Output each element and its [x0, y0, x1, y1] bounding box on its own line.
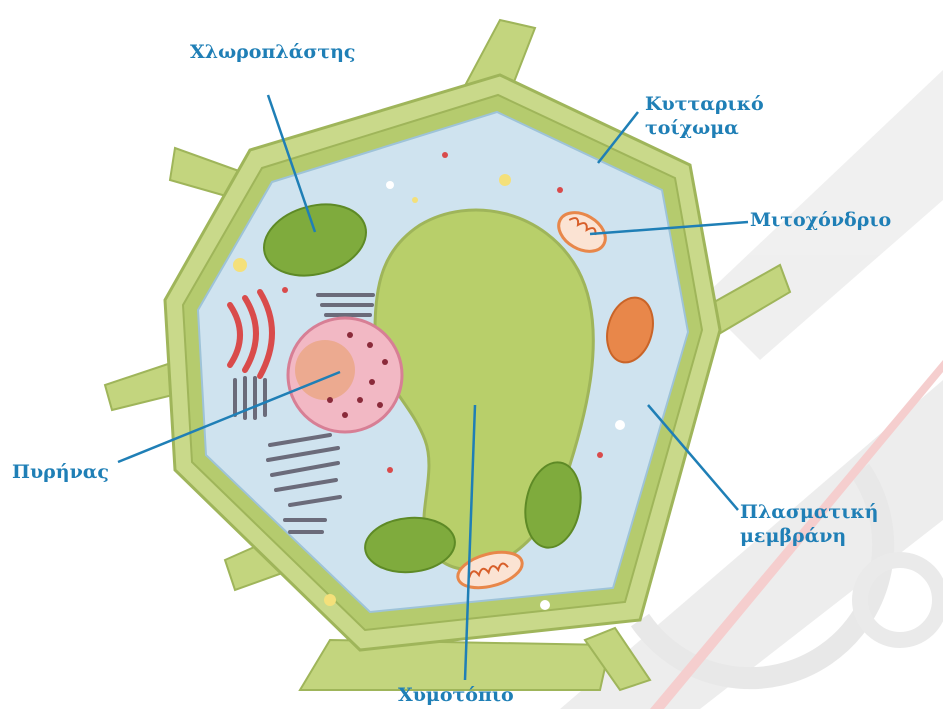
label-vacuole: Χυμοτόπιο — [398, 683, 514, 707]
nucleus — [288, 318, 402, 432]
granule — [499, 174, 511, 186]
label-cell-wall: Κυτταρικό τοίχωμα — [645, 92, 764, 140]
granule — [324, 594, 336, 606]
label-vacuole-text: Χυμοτόπιο — [398, 683, 514, 707]
label-plasma-membrane-line2: μεμβράνη — [740, 524, 878, 548]
label-cell-wall-line2: τοίχωμα — [645, 116, 764, 140]
label-mitochondrion-text: Μιτοχόνδριο — [750, 208, 891, 232]
pore — [347, 332, 353, 338]
pore — [342, 412, 348, 418]
granule — [597, 452, 603, 458]
pore — [367, 342, 373, 348]
label-plasma-membrane: Πλασματική μεμβράνη — [740, 500, 878, 548]
nucleolus — [295, 340, 355, 400]
granule — [233, 258, 247, 272]
granule — [442, 152, 448, 158]
pore — [377, 402, 383, 408]
pore — [382, 359, 388, 365]
label-plasma-membrane-line1: Πλασματική — [740, 500, 878, 524]
label-cell-wall-line1: Κυτταρικό — [645, 92, 764, 116]
granule — [387, 467, 393, 473]
label-chloroplast-text: Χλωροπλάστης — [190, 40, 356, 64]
granule — [412, 197, 418, 203]
pore — [369, 379, 375, 385]
label-chloroplast: Χλωροπλάστης — [190, 40, 356, 64]
granule — [386, 181, 394, 189]
pore — [327, 397, 333, 403]
label-mitochondrion: Μιτοχόνδριο — [750, 208, 891, 232]
granule — [282, 287, 288, 293]
pore — [357, 397, 363, 403]
label-nucleus-text: Πυρήνας — [12, 460, 109, 484]
granule — [615, 420, 625, 430]
granule — [557, 187, 563, 193]
granule — [540, 600, 550, 610]
label-nucleus: Πυρήνας — [12, 460, 109, 484]
